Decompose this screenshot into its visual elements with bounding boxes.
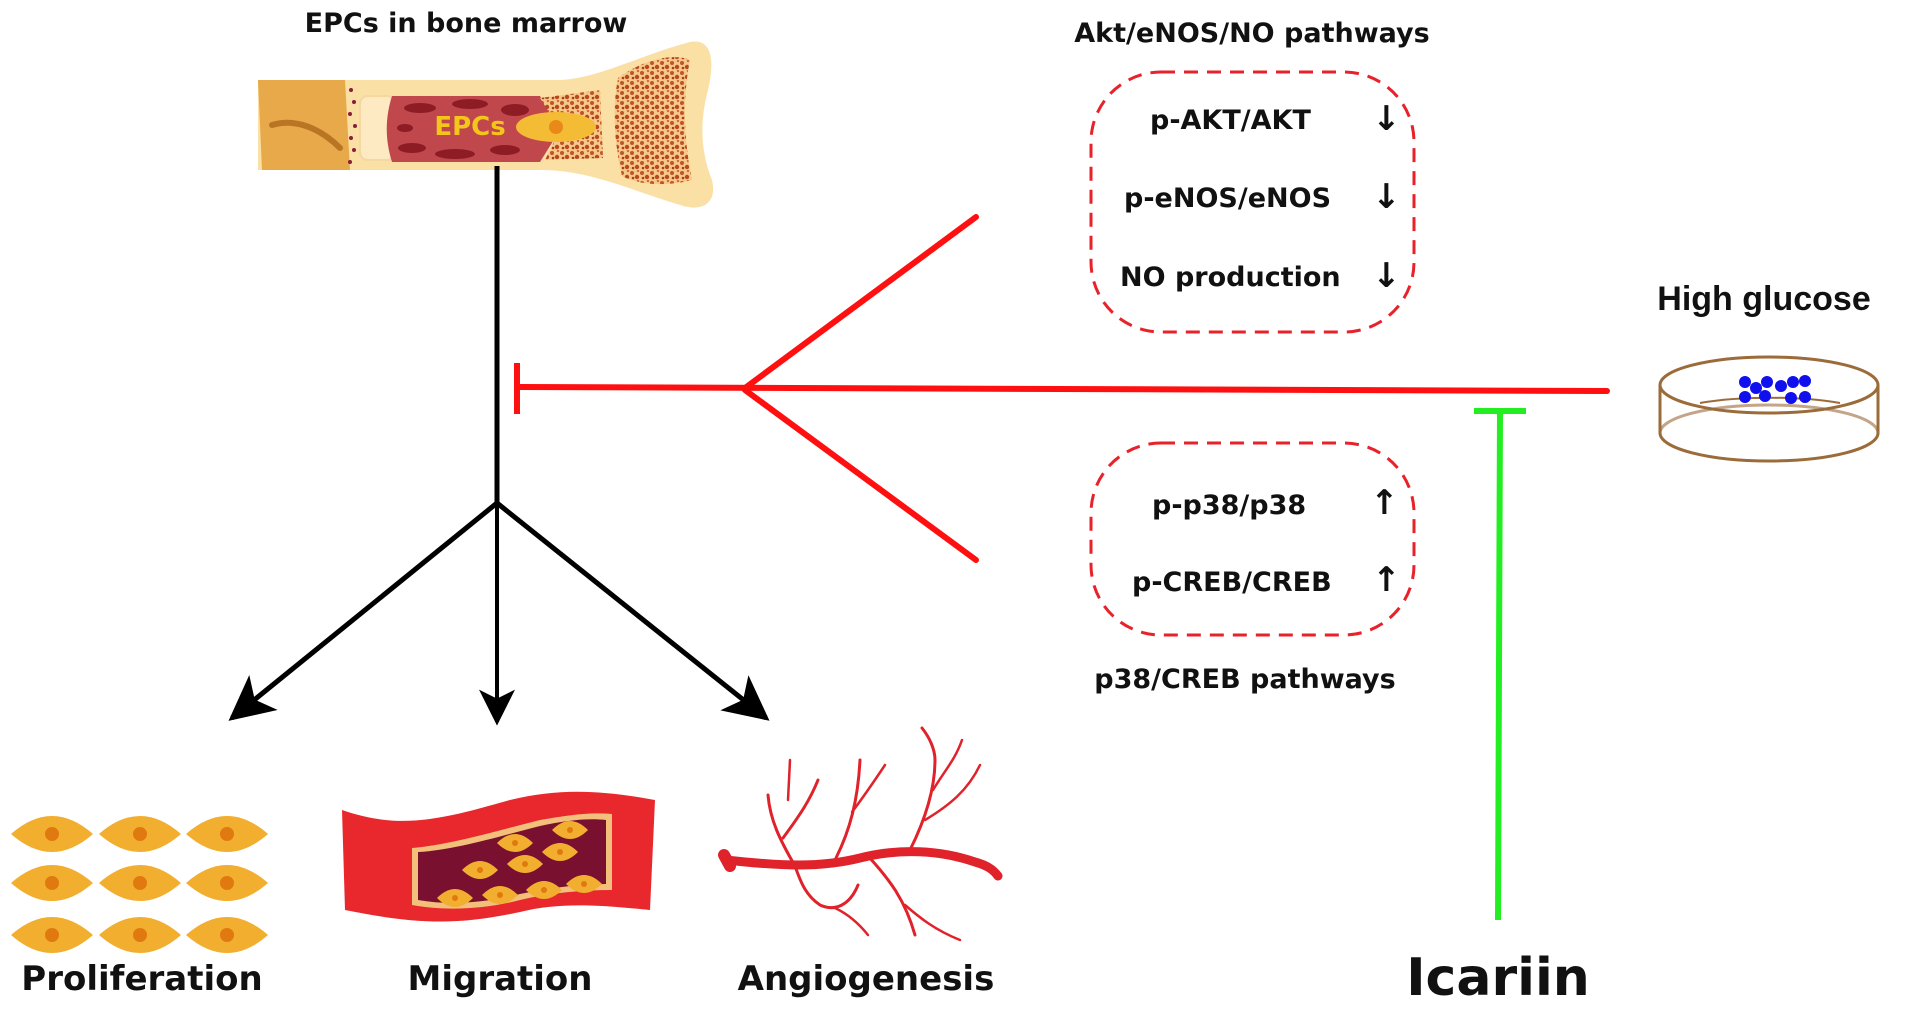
outcome-migration-label: Migration — [407, 959, 593, 999]
icariin-label: Icariin — [1406, 948, 1590, 1008]
migrating-cell — [507, 855, 543, 873]
migration-cells — [437, 821, 602, 907]
p38-pathway-box — [1089, 441, 1416, 637]
proliferation-cells-illustration — [11, 816, 268, 953]
migrating-cell — [542, 843, 578, 861]
proliferating-cell — [186, 816, 268, 852]
epcs-cell-label: EPCs — [434, 112, 506, 142]
migrating-cell — [526, 881, 562, 899]
pathway-item-label: p-p38/p38 — [1152, 490, 1307, 521]
pathway-item-p-p38: p-p38/p38 ↑ — [1152, 486, 1399, 521]
proliferating-cell — [11, 865, 93, 901]
up-arrow-icon: ↑ — [1370, 483, 1399, 523]
up-arrow-icon: ↑ — [1372, 560, 1401, 600]
culture-dish-icon — [1658, 355, 1880, 463]
pathway-item-label: p-eNOS/eNOS — [1124, 183, 1332, 214]
akt-pathway-title: Akt/eNOS/NO pathways — [1074, 18, 1430, 49]
proliferating-cell — [11, 917, 93, 953]
red-branch-to-p38-pathway — [742, 387, 979, 563]
red-branch-to-akt-pathway — [742, 214, 979, 391]
icariin-inhibition — [1474, 408, 1526, 921]
high-glucose-label: High glucose — [1657, 280, 1871, 318]
down-arrow-icon: ↓ — [1372, 177, 1401, 217]
pathway-item-label: NO production — [1120, 262, 1341, 293]
proliferating-cell — [99, 917, 181, 953]
down-arrow-icon: ↓ — [1372, 99, 1401, 139]
outcome-proliferation-label: Proliferation — [21, 959, 263, 999]
outcome-angiogenesis-label: Angiogenesis — [737, 959, 995, 999]
down-arrow-icon: ↓ — [1372, 256, 1401, 296]
pathway-item-p-akt: p-AKT/AKT ↓ — [1150, 102, 1401, 136]
arrow-to-angiogenesis — [495, 501, 770, 721]
proliferating-cell — [99, 816, 181, 852]
bone-marrow-illustration — [258, 41, 714, 208]
proliferating-cell — [186, 917, 268, 953]
proliferating-cell — [186, 865, 268, 901]
pathway-item-no-production: NO production ↓ — [1120, 259, 1401, 293]
angiogenesis-vessels-illustration — [718, 726, 1003, 942]
migrating-cell — [462, 861, 498, 879]
red-inhibition-main — [517, 384, 1610, 394]
proliferating-cell — [11, 816, 93, 852]
migrating-cell — [497, 834, 533, 852]
pathway-item-label: p-CREB/CREB — [1132, 567, 1332, 598]
green-inhibition-stem — [1495, 410, 1503, 921]
akt-pathway-box — [1089, 70, 1416, 334]
epc-flow-lines — [228, 166, 770, 726]
proliferating-cell — [99, 865, 181, 901]
bone-marrow-label: EPCs in bone marrow — [304, 8, 628, 39]
migrating-cell — [437, 889, 473, 907]
glucose-dots — [1739, 375, 1811, 404]
pathway-item-p-enos: p-eNOS/eNOS ↓ — [1124, 180, 1401, 214]
arrow-to-proliferation — [228, 501, 499, 721]
migrating-cell — [552, 821, 588, 839]
migrating-cell — [566, 875, 602, 893]
pathway-item-p-creb: p-CREB/CREB ↑ — [1132, 563, 1401, 598]
p38-pathway-title: p38/CREB pathways — [1094, 664, 1396, 695]
pathway-item-label: p-AKT/AKT — [1150, 105, 1311, 136]
high-glucose-inhibition-lines — [514, 214, 1610, 563]
migrating-cell — [482, 886, 518, 904]
